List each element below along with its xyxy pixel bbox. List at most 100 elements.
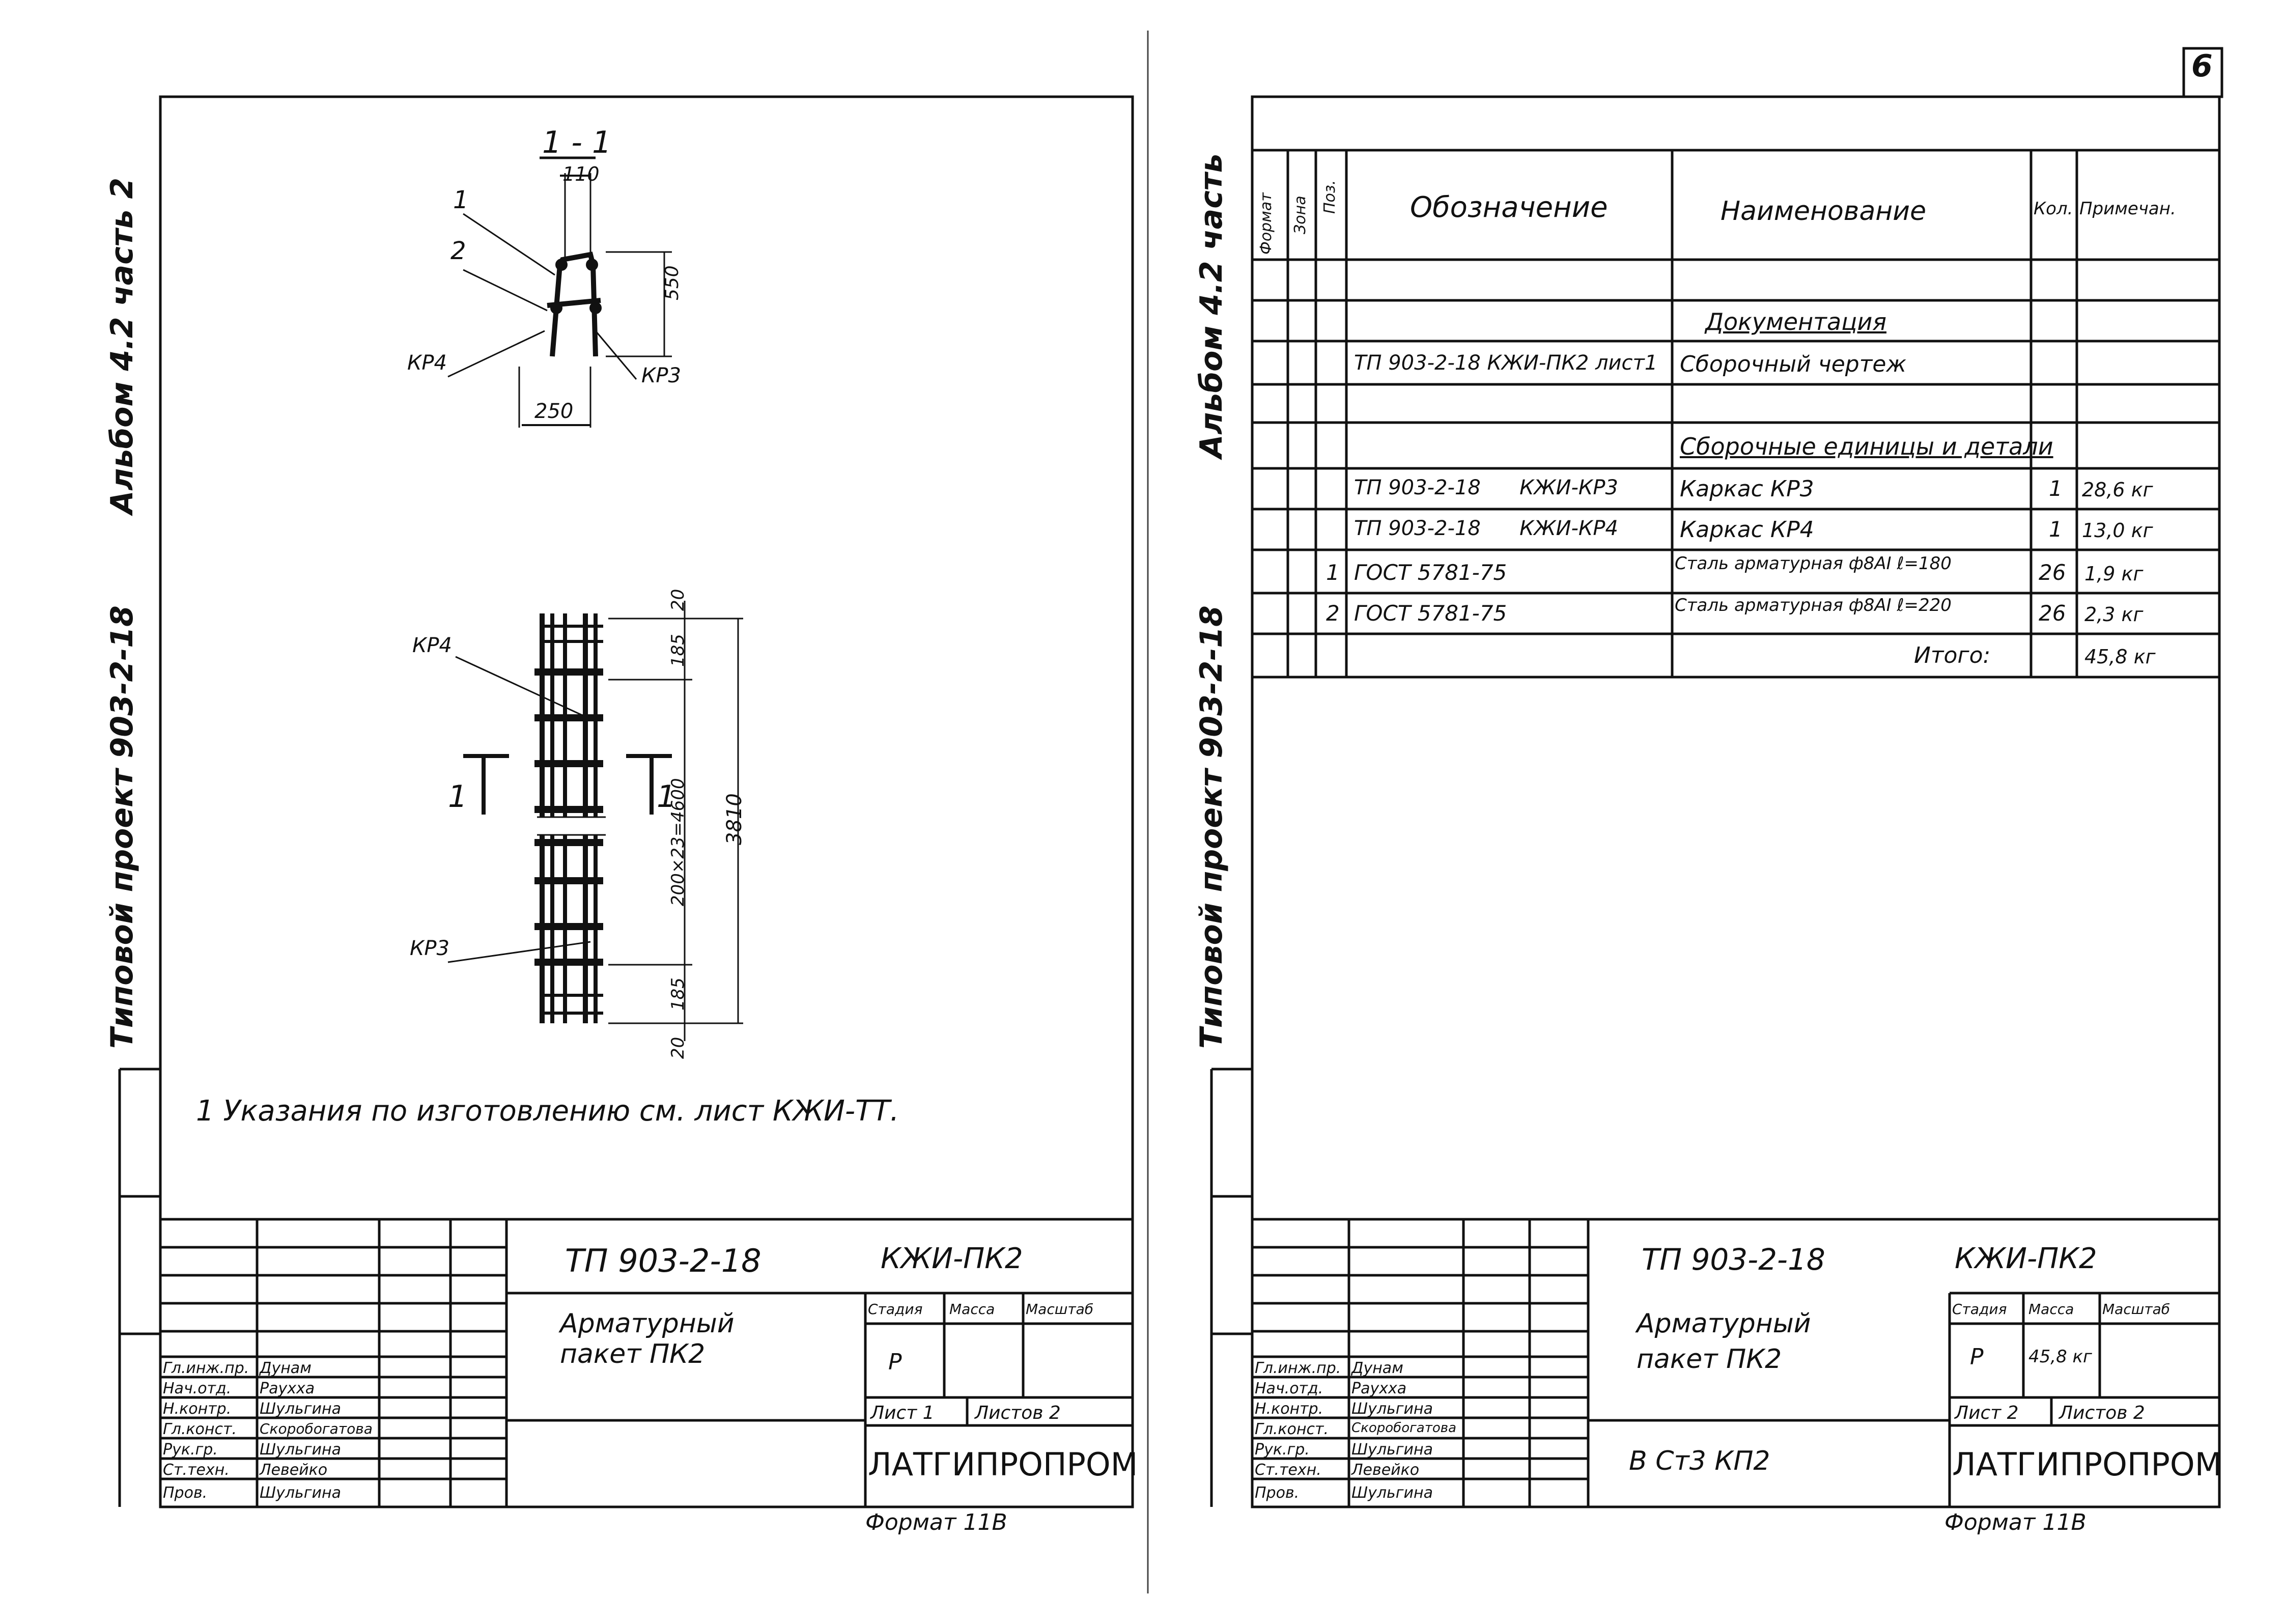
elevation-kr4-label: КР4 bbox=[412, 634, 452, 657]
elev-dim-bottom: 185 bbox=[668, 977, 688, 1011]
right-tb-person: Шульгина bbox=[1351, 1400, 1433, 1418]
right-tb-hdr-mass: Масса bbox=[2028, 1301, 2074, 1318]
left-tb-name-1: Арматурный bbox=[560, 1308, 735, 1339]
cut-mark-left: 1 bbox=[448, 779, 468, 815]
spec-row-note: 28,6 кг bbox=[2082, 479, 2153, 501]
left-tb-person: Дунам bbox=[260, 1359, 312, 1377]
left-tb-name-2: пакет ПК2 bbox=[560, 1339, 706, 1369]
left-tb-sheet: Лист 1 bbox=[870, 1403, 935, 1423]
left-tb-role: Н.контр. bbox=[163, 1400, 232, 1418]
elevation-drawing bbox=[447, 601, 743, 1041]
spec-row-name: Сталь арматурная ф8АI ℓ=220 bbox=[1675, 595, 1952, 615]
spec-row-note: 2,3 кг bbox=[2084, 603, 2144, 626]
left-side-album-label: Альбом 4.2 часть 2 bbox=[104, 177, 140, 514]
spec-row-qty: 26 bbox=[2039, 601, 2066, 626]
right-tb-person: Дунам bbox=[1351, 1359, 1403, 1377]
section-dim-top: 110 bbox=[562, 163, 600, 185]
spec-hdr-qty: Кол. bbox=[2034, 199, 2073, 219]
spec-hdr-format: Формат bbox=[1257, 192, 1275, 255]
right-tb-code: КЖИ-ПК2 bbox=[1955, 1242, 2097, 1275]
section-pos-2: 2 bbox=[450, 237, 466, 265]
left-tb-org: ЛАТГИПРОПРОМ bbox=[868, 1446, 1138, 1483]
right-tb-sheets: Листов 2 bbox=[2059, 1403, 2145, 1423]
spec-row-qty: 1 bbox=[2049, 517, 2063, 542]
section-dim-base: 250 bbox=[534, 400, 574, 423]
spec-hdr-note: Примечан. bbox=[2079, 199, 2176, 219]
section-kr3-label: КР3 bbox=[641, 364, 681, 387]
right-tb-hdr-scale: Масштаб bbox=[2102, 1301, 2170, 1318]
right-tb-role: Рук.гр. bbox=[1255, 1441, 1310, 1459]
section-dim-height: 550 bbox=[662, 265, 683, 300]
right-tb-person: Левейко bbox=[1351, 1461, 1420, 1479]
elev-dim-bottom-small: 20 bbox=[668, 1037, 688, 1059]
left-tb-hdr-scale: Масштаб bbox=[1026, 1301, 1094, 1318]
spec-total-label: Итого: bbox=[1914, 642, 1991, 668]
left-tb-role: Ст.техн. bbox=[163, 1461, 230, 1479]
right-tb-role: Ст.техн. bbox=[1255, 1461, 1321, 1479]
right-tb-name-2: пакет ПК2 bbox=[1637, 1344, 1782, 1375]
right-tb-stage: Р bbox=[1970, 1344, 1984, 1370]
left-tb-code: КЖИ-ПК2 bbox=[881, 1242, 1023, 1275]
spec-total-value: 45,8 кг bbox=[2084, 646, 2156, 668]
left-tb-person: Левейко bbox=[260, 1461, 328, 1479]
section-title: 1 - 1 bbox=[542, 125, 612, 160]
right-tb-format: Формат 11В bbox=[1944, 1509, 2086, 1535]
left-tb-person: Шульгина bbox=[260, 1484, 341, 1502]
right-tb-material: В Ст3 КП2 bbox=[1629, 1446, 1770, 1476]
spec-row-name: Сталь арматурная ф8АI ℓ=180 bbox=[1675, 553, 1952, 574]
spec-row-name: Каркас КР3 bbox=[1680, 476, 1814, 502]
right-tb-hdr-stage: Стадия bbox=[1952, 1301, 2007, 1318]
right-tb-person: Раухха bbox=[1351, 1380, 1407, 1397]
spec-row-pos: 1 bbox=[1326, 560, 1340, 585]
right-tb-org: ЛАТГИПРОПРОМ bbox=[1952, 1446, 2222, 1483]
left-tb-role: Гл.инж.пр. bbox=[163, 1359, 249, 1377]
spec-row-name: Сборочные единицы и детали bbox=[1680, 433, 2053, 460]
spec-row-code: ТП 903-2-18 КЖИ-КР4 bbox=[1354, 517, 1618, 540]
section-1-1-drawing bbox=[447, 156, 672, 428]
right-tb-role: Гл.конст. bbox=[1255, 1420, 1329, 1438]
left-tb-hdr-mass: Масса bbox=[949, 1301, 995, 1318]
fabrication-note: 1 Указания по изготовлению см. лист КЖИ-… bbox=[196, 1095, 899, 1128]
elev-dim-total: 3810 bbox=[723, 793, 746, 845]
right-side-project-label: Типовой проект 903-2-18 bbox=[1194, 605, 1229, 1049]
left-tb-person: Шульгина bbox=[260, 1441, 341, 1459]
left-tb-stage: Р bbox=[888, 1349, 902, 1375]
right-tb-project: ТП 903-2-18 bbox=[1642, 1242, 1825, 1277]
spec-row-note: 13,0 кг bbox=[2082, 519, 2153, 542]
spec-row-code: ТП 903-2-18 КЖИ-ПК2 лист1 bbox=[1354, 351, 1658, 375]
spec-hdr-pos: Поз. bbox=[1321, 180, 1339, 214]
elev-dim-mid: 200×23=4600 bbox=[668, 778, 688, 906]
spec-row-qty: 26 bbox=[2039, 560, 2066, 585]
spec-row-code: ГОСТ 5781-75 bbox=[1354, 560, 1507, 585]
right-tb-mass: 45,8 кг bbox=[2028, 1347, 2092, 1367]
spec-row-code: ГОСТ 5781-75 bbox=[1354, 601, 1507, 626]
left-tb-person: Шульгина bbox=[260, 1400, 341, 1418]
left-tb-hdr-stage: Стадия bbox=[868, 1301, 923, 1318]
right-tb-role: Н.контр. bbox=[1255, 1400, 1323, 1418]
right-tb-role: Пров. bbox=[1255, 1484, 1300, 1502]
spec-row-qty: 1 bbox=[2049, 476, 2063, 501]
right-side-album-label: Альбом 4.2 часть bbox=[1194, 153, 1229, 458]
spec-row-name: Документация bbox=[1705, 308, 1887, 335]
page-number: 6 bbox=[2191, 48, 2213, 84]
spec-row-code: ТП 903-2-18 КЖИ-КР3 bbox=[1354, 476, 1618, 499]
left-side-project-label: Типовой проект 903-2-18 bbox=[104, 605, 140, 1049]
elevation-kr3-label: КР3 bbox=[410, 937, 449, 960]
left-tb-role: Нач.отд. bbox=[163, 1380, 232, 1397]
spec-hdr-code: Обозначение bbox=[1410, 191, 1608, 224]
left-tb-person: Раухха bbox=[260, 1380, 315, 1397]
left-tb-sheets: Листов 2 bbox=[975, 1403, 1061, 1423]
spec-row-pos: 2 bbox=[1326, 601, 1340, 626]
spec-hdr-zone: Зона bbox=[1291, 195, 1309, 234]
left-tb-format: Формат 11В bbox=[865, 1509, 1007, 1535]
section-pos-1: 1 bbox=[453, 186, 469, 214]
spec-row-name: Каркас КР4 bbox=[1680, 517, 1814, 543]
section-kr4-label: КР4 bbox=[407, 351, 447, 375]
cut-mark-right: 1 bbox=[657, 779, 676, 815]
right-tb-name-1: Арматурный bbox=[1637, 1308, 1811, 1339]
spec-row-note: 1,9 кг bbox=[2084, 563, 2144, 585]
spec-row-name: Сборочный чертеж bbox=[1680, 351, 1907, 377]
right-tb-role: Гл.инж.пр. bbox=[1255, 1359, 1341, 1377]
spec-hdr-name: Наименование bbox=[1721, 196, 1927, 227]
